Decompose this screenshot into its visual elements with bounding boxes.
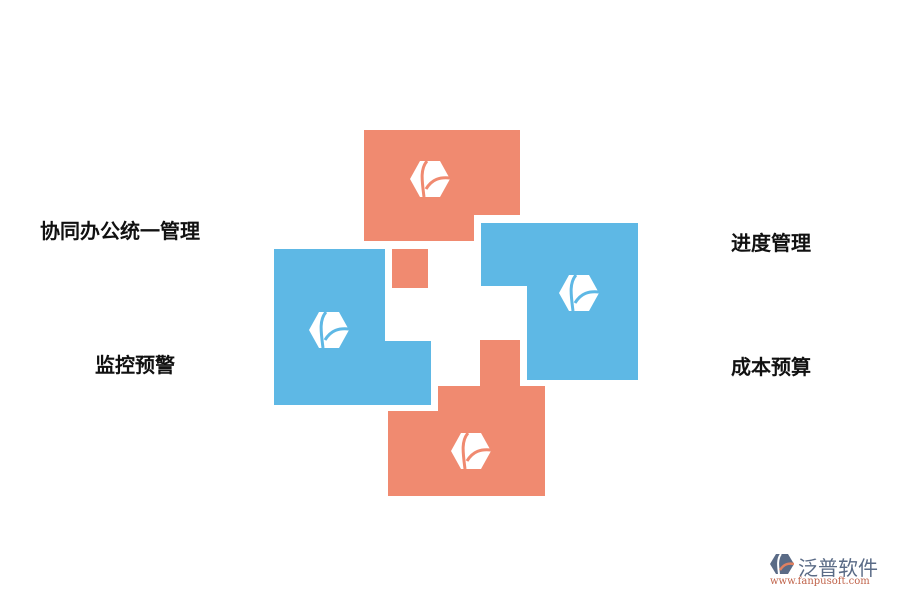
label-collab-office: 协同办公统一管理 — [40, 219, 200, 243]
hexagon-logo-icon — [309, 312, 349, 348]
label-cost-budget: 成本预算 — [731, 355, 811, 379]
fanpu-logo-icon — [770, 554, 794, 574]
fanpu-watermark: 泛普软件 www.fanpusoft.com — [770, 552, 895, 594]
label-monitor-warning: 监控预警 — [95, 353, 175, 377]
hexagon-logo-icon — [451, 433, 491, 469]
label-progress-management: 进度管理 — [731, 231, 811, 255]
hexagon-logo-icon — [559, 275, 599, 311]
brand-name: 泛普软件 — [798, 556, 878, 580]
hexagon-logo-icon — [410, 161, 450, 197]
brand-url: www.fanpusoft.com — [770, 576, 870, 587]
small-coral-square — [392, 249, 428, 288]
